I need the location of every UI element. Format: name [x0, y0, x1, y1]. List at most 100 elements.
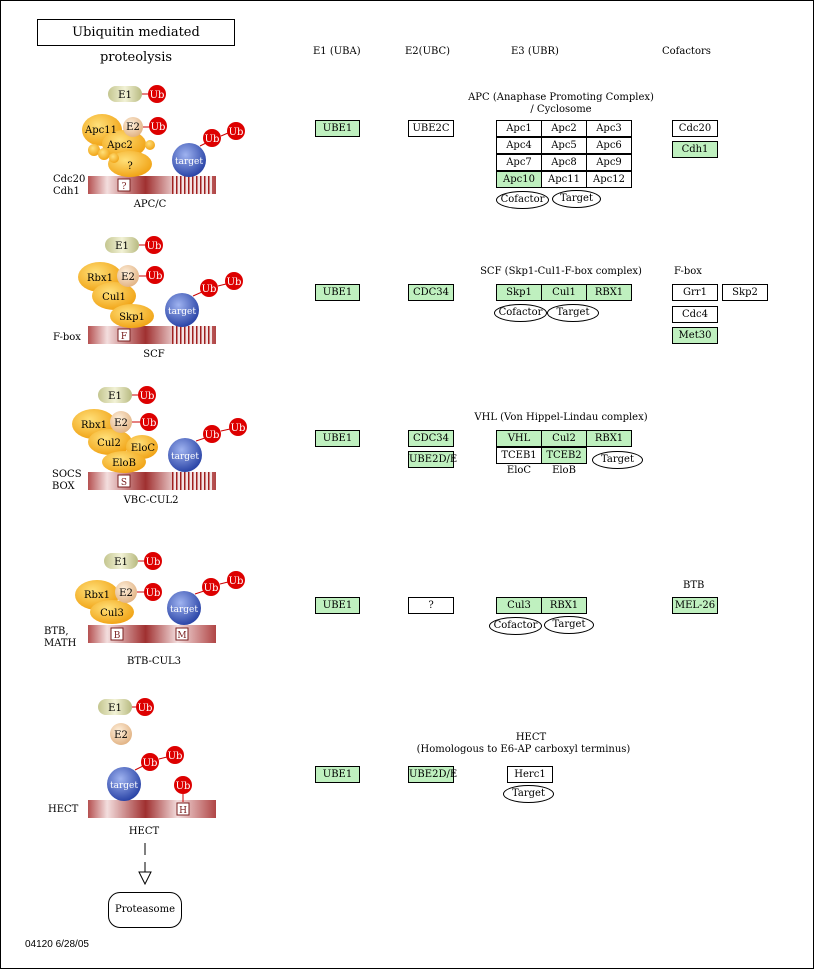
gene-apc-apc2[interactable]: Apc2: [541, 120, 587, 137]
gene-scf-cofactor-met30[interactable]: Met30: [672, 327, 718, 344]
vbc-eloc-label: EloC: [131, 443, 156, 454]
gene-vhl-rbx1[interactable]: RBX1: [586, 430, 632, 447]
vbc-target-label: target: [171, 452, 199, 462]
apc-oval-cofactor: Cofactor: [496, 191, 549, 209]
gene-apc-e1[interactable]: UBE1: [315, 120, 360, 137]
hect-box-letter: H: [179, 806, 187, 816]
scf-rbx1-label: Rbx1: [87, 273, 113, 284]
btb-ub-3: Ub: [204, 583, 219, 594]
vbc-elob-label: EloB: [112, 458, 136, 469]
gene-apc-apc1[interactable]: Apc1: [496, 120, 542, 137]
hect-e1-label: E1: [108, 703, 122, 714]
vbc-cul2-label: Cul2: [97, 438, 121, 449]
gene-hect-e2[interactable]: UBE2D/E: [408, 766, 457, 783]
gene-scf-cofactor-grr1[interactable]: Grr1: [672, 284, 718, 301]
vhl-oval-target: Target: [592, 451, 643, 469]
gene-scf-rbx1[interactable]: RBX1: [586, 284, 632, 301]
hect-ub-2: Ub: [143, 758, 158, 769]
hect-complex-title-1: HECT: [515, 732, 547, 743]
gene-vhl-e2-cdc34[interactable]: CDC34: [408, 430, 454, 447]
apc-ub-4: Ub: [229, 127, 244, 138]
gene-vhl-cul2[interactable]: Cul2: [541, 430, 587, 447]
vbc-side-label-1: SOCS: [52, 469, 82, 480]
gene-apc-cofactor-cdc20[interactable]: Cdc20: [672, 120, 718, 137]
vhl-sub-label-elob: EloB: [552, 465, 576, 476]
btb-side-label-1: BTB,: [44, 626, 69, 637]
gene-apc-apc7[interactable]: Apc7: [496, 154, 542, 171]
proteasome-box[interactable]: Proteasome: [108, 892, 182, 928]
gene-apc-apc9[interactable]: Apc9: [586, 154, 632, 171]
gene-hect-e1[interactable]: UBE1: [315, 766, 360, 783]
gene-apc-apc8[interactable]: Apc8: [541, 154, 587, 171]
gene-scf-cul1[interactable]: Cul1: [541, 284, 587, 301]
btb-e1-label: E1: [114, 557, 128, 568]
scf-e1-label: E1: [115, 241, 129, 252]
gene-btb-cul3[interactable]: Cul3: [496, 597, 542, 614]
gene-btb-rbx1[interactable]: RBX1: [541, 597, 587, 614]
scf-e2-label: E2: [121, 272, 135, 283]
vbc-ub-2: Ub: [142, 418, 157, 429]
vbc-ub-1: Ub: [140, 391, 155, 402]
btb-name: BTB-CUL3: [127, 656, 181, 667]
btb-box-letter-2: M: [177, 631, 186, 641]
gene-apc-apc12[interactable]: Apc12: [586, 171, 632, 188]
scf-ub-4: Ub: [227, 277, 242, 288]
gene-apc-apc5[interactable]: Apc5: [541, 137, 587, 154]
vbc-e2-label: E2: [114, 418, 128, 429]
gene-apc-apc11[interactable]: Apc11: [541, 171, 587, 188]
gene-vhl-e2-ube2de[interactable]: UBE2D/E: [408, 451, 457, 468]
gene-apc-apc6[interactable]: Apc6: [586, 137, 632, 154]
gene-apc-apc10[interactable]: Apc10: [496, 171, 542, 188]
vbc-illustration: S E1 Ub Rbx1 E2 Cul2 EloC EloB Ub target…: [52, 386, 247, 506]
btb-ub-1: Ub: [146, 557, 161, 568]
gene-btb-e1[interactable]: UBE1: [315, 597, 360, 614]
gene-vhl-e1[interactable]: UBE1: [315, 430, 360, 447]
hect-name: HECT: [129, 826, 160, 837]
apc-box-letter: ?: [122, 182, 127, 192]
scf-skp1-label: Skp1: [119, 312, 145, 323]
apc-apc11-label: Apc11: [84, 125, 117, 136]
gene-scf-cofactor-skp2[interactable]: Skp2: [722, 284, 768, 301]
btb-cofactor-title: BTB: [683, 580, 705, 591]
btb-cul3-label: Cul3: [100, 608, 124, 619]
gene-btb-cofactor-mel26[interactable]: MEL-26: [672, 597, 718, 614]
hect-ub-1: Ub: [138, 703, 153, 714]
scf-illustration: F E1 Ub Rbx1 E2 Cul1 Skp1 Ub target Ub U…: [53, 236, 243, 360]
scf-side-label: F-box: [53, 332, 81, 343]
scf-ub-1: Ub: [147, 241, 162, 252]
gene-apc-apc4[interactable]: Apc4: [496, 137, 542, 154]
gene-hect-herc1[interactable]: Herc1: [507, 766, 553, 783]
vbc-name: VBC-CUL2: [123, 495, 179, 506]
gene-apc-e2[interactable]: UBE2C: [408, 120, 454, 137]
gene-scf-e2[interactable]: CDC34: [408, 284, 454, 301]
map-title: Ubiquitin mediated proteolysis: [37, 19, 235, 65]
scf-complex-title: SCF (Skp1-Cul1-F-box complex): [480, 266, 642, 277]
vhl-complex-title: VHL (Von Hippel-Lindau complex): [474, 412, 648, 423]
btb-ub-4: Ub: [229, 576, 244, 587]
apc-ub-1: Ub: [150, 90, 165, 101]
btb-oval-cofactor: Cofactor: [489, 617, 542, 635]
map-footer: 04120 6/28/05: [25, 939, 89, 950]
gene-scf-cofactor-cdc4[interactable]: Cdc4: [672, 306, 718, 323]
vbc-box-letter: S: [121, 478, 127, 488]
apc-complex-title-2: / Cyclosome: [530, 104, 592, 115]
gene-apc-apc3[interactable]: Apc3: [586, 120, 632, 137]
gene-vhl-tceb1[interactable]: TCEB1: [496, 447, 542, 464]
header-cofactors: Cofactors: [662, 46, 711, 57]
header-e1: E1 (UBA): [313, 46, 361, 57]
vbc-e1-label: E1: [108, 391, 122, 402]
apc-apc2-label: Apc2: [106, 140, 133, 151]
gene-scf-skp1[interactable]: Skp1: [496, 284, 542, 301]
apc-side-label-2: Cdh1: [53, 186, 80, 197]
gene-apc-cofactor-cdh1[interactable]: Cdh1: [672, 141, 718, 158]
gene-scf-e1[interactable]: UBE1: [315, 284, 360, 301]
apc-name: APC/C: [133, 199, 167, 210]
gene-vhl-tceb2[interactable]: TCEB2: [541, 447, 587, 464]
hect-e2-label: E2: [114, 730, 128, 741]
gene-btb-e2[interactable]: ?: [408, 597, 454, 614]
gene-vhl-vhl[interactable]: VHL: [496, 430, 542, 447]
vbc-side-label-2: BOX: [52, 481, 76, 492]
header-e3: E3 (UBR): [511, 46, 559, 57]
apc-target-label: target: [175, 157, 203, 167]
